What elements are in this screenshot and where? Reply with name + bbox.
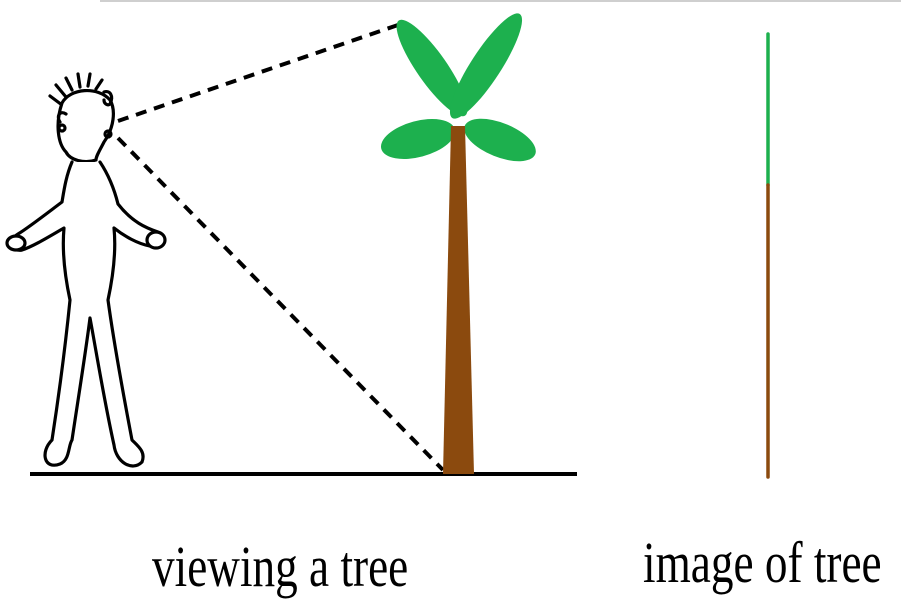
sight-line-top: [117, 23, 399, 123]
ear: [102, 90, 114, 107]
head: [56, 89, 115, 164]
caption-image-of-tree: image of tree: [643, 530, 882, 595]
hair-spikes: [48, 72, 104, 107]
ear-dot: [57, 123, 67, 133]
caption-viewing-a-tree: viewing a tree: [152, 534, 409, 599]
palm-leaf: [381, 119, 455, 159]
sight-line-bottom: [116, 136, 445, 472]
palm-tree-icon: [381, 13, 536, 474]
palm-leaf: [396, 19, 468, 117]
eye-dot: [103, 129, 113, 139]
left-hand: [5, 234, 27, 252]
body: [10, 160, 164, 468]
palm-leaf: [464, 118, 536, 162]
palm-trunk: [443, 126, 474, 474]
person-figure-icon: [5, 72, 167, 468]
palm-leaf: [449, 13, 523, 119]
right-hand: [145, 230, 167, 250]
back-ear: [56, 111, 68, 124]
